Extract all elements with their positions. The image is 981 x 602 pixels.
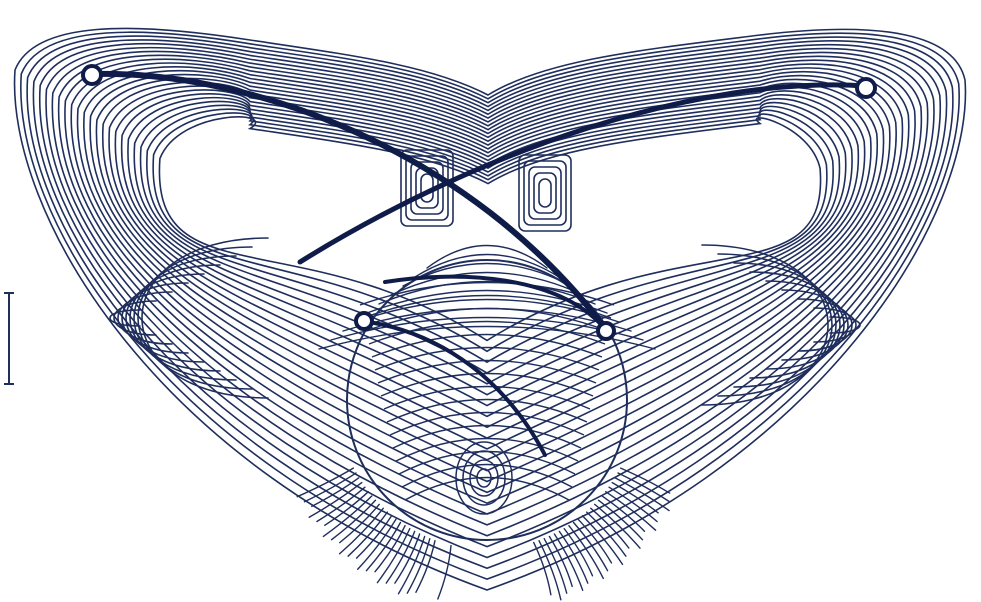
disc-line [366, 309, 608, 332]
chevron-line [355, 300, 619, 323]
outer-contour-line [84, 71, 896, 471]
left-lateral-loop [110, 238, 268, 398]
disc-line [402, 465, 572, 488]
ray-line [297, 468, 353, 497]
ray-line [325, 492, 369, 526]
scale-bar [4, 293, 14, 384]
ray-line [366, 523, 400, 571]
ray-line [615, 478, 669, 511]
pore-lower-left [356, 313, 372, 329]
marker-lines [92, 74, 866, 455]
ray-line [416, 541, 435, 593]
rect-loop-line [539, 179, 551, 207]
outer-contour-line [153, 113, 827, 351]
ray-line [304, 473, 356, 502]
outer-contour-line [27, 36, 953, 568]
disc-line [387, 400, 587, 423]
chevron-line [415, 255, 559, 278]
disc-inner-lines [360, 283, 614, 501]
pore-lower-right [598, 323, 614, 339]
pore-top-right [857, 79, 875, 97]
outer-contour-line [52, 51, 927, 524]
pore-top-left [83, 66, 101, 84]
